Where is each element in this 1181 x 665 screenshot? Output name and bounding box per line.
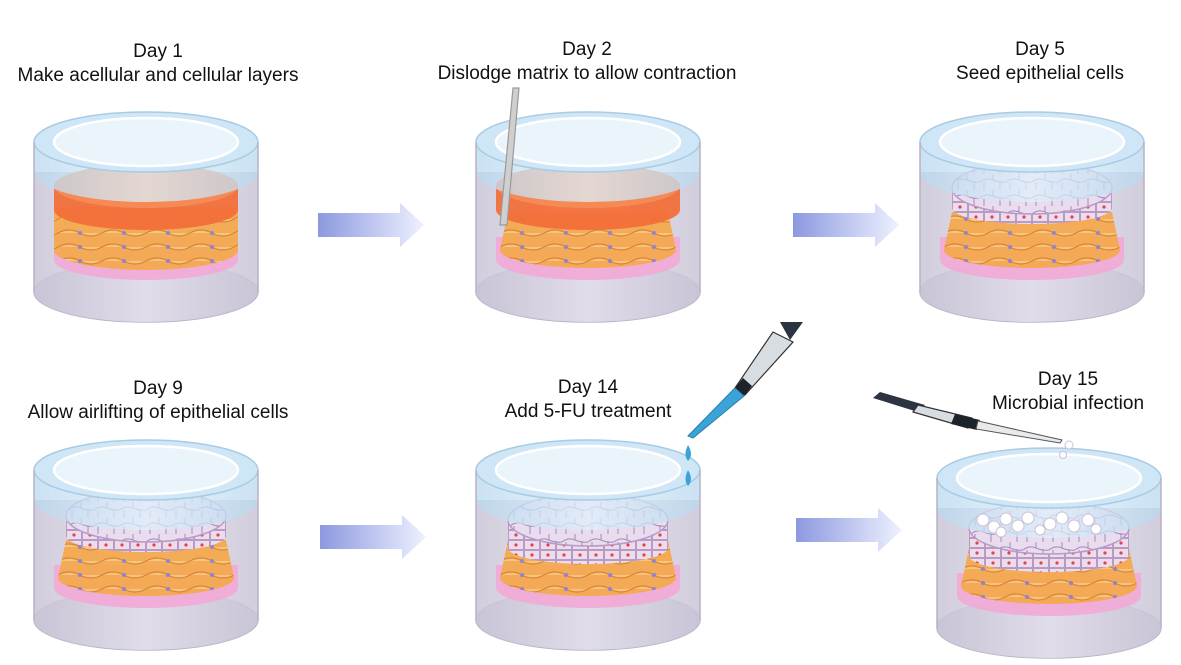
step-day: Day 14	[557, 377, 619, 398]
step-description: Add 5-FU treatment	[504, 401, 672, 422]
step-label-day15: Day 15 Microbial infection	[975, 368, 1161, 416]
inoculation-tool-icon	[873, 392, 1063, 444]
well-day14	[474, 438, 702, 651]
step-day: Day 15	[1037, 369, 1099, 390]
arrow-right-icon	[318, 203, 424, 247]
well-day15	[935, 446, 1163, 659]
step-label-day9: Day 9 Allow airlifting of epithelial cel…	[0, 377, 316, 425]
arrow-right-icon	[796, 508, 902, 552]
well-day9	[32, 438, 260, 651]
well-day1	[32, 110, 260, 323]
step-description: Seed epithelial cells	[956, 63, 1124, 84]
droplet-icon	[685, 445, 691, 486]
spatula-icon	[499, 87, 520, 226]
step-day: Day 9	[133, 378, 183, 399]
step-day: Day 1	[133, 41, 183, 62]
step-label-day1: Day 1 Make acellular and cellular layers	[0, 40, 316, 88]
step-description: Make acellular and cellular layers	[17, 65, 299, 86]
step-label-day14: Day 14 Add 5-FU treatment	[488, 376, 688, 424]
microbe-cluster	[976, 440, 1102, 538]
arrow-right-icon	[320, 515, 426, 559]
step-label-day5: Day 5 Seed epithelial cells	[900, 38, 1180, 86]
step-description: Microbial infection	[991, 393, 1145, 414]
arrow-right-icon	[793, 203, 899, 247]
step-day: Day 2	[562, 39, 612, 60]
step-description: Dislodge matrix to allow contraction	[437, 63, 737, 84]
step-label-day2: Day 2 Dislodge matrix to allow contracti…	[420, 38, 754, 86]
well-day5	[918, 110, 1146, 323]
step-description: Allow airlifting of epithelial cells	[27, 402, 289, 423]
pipette-icon	[687, 322, 803, 439]
step-day: Day 5	[1015, 39, 1065, 60]
